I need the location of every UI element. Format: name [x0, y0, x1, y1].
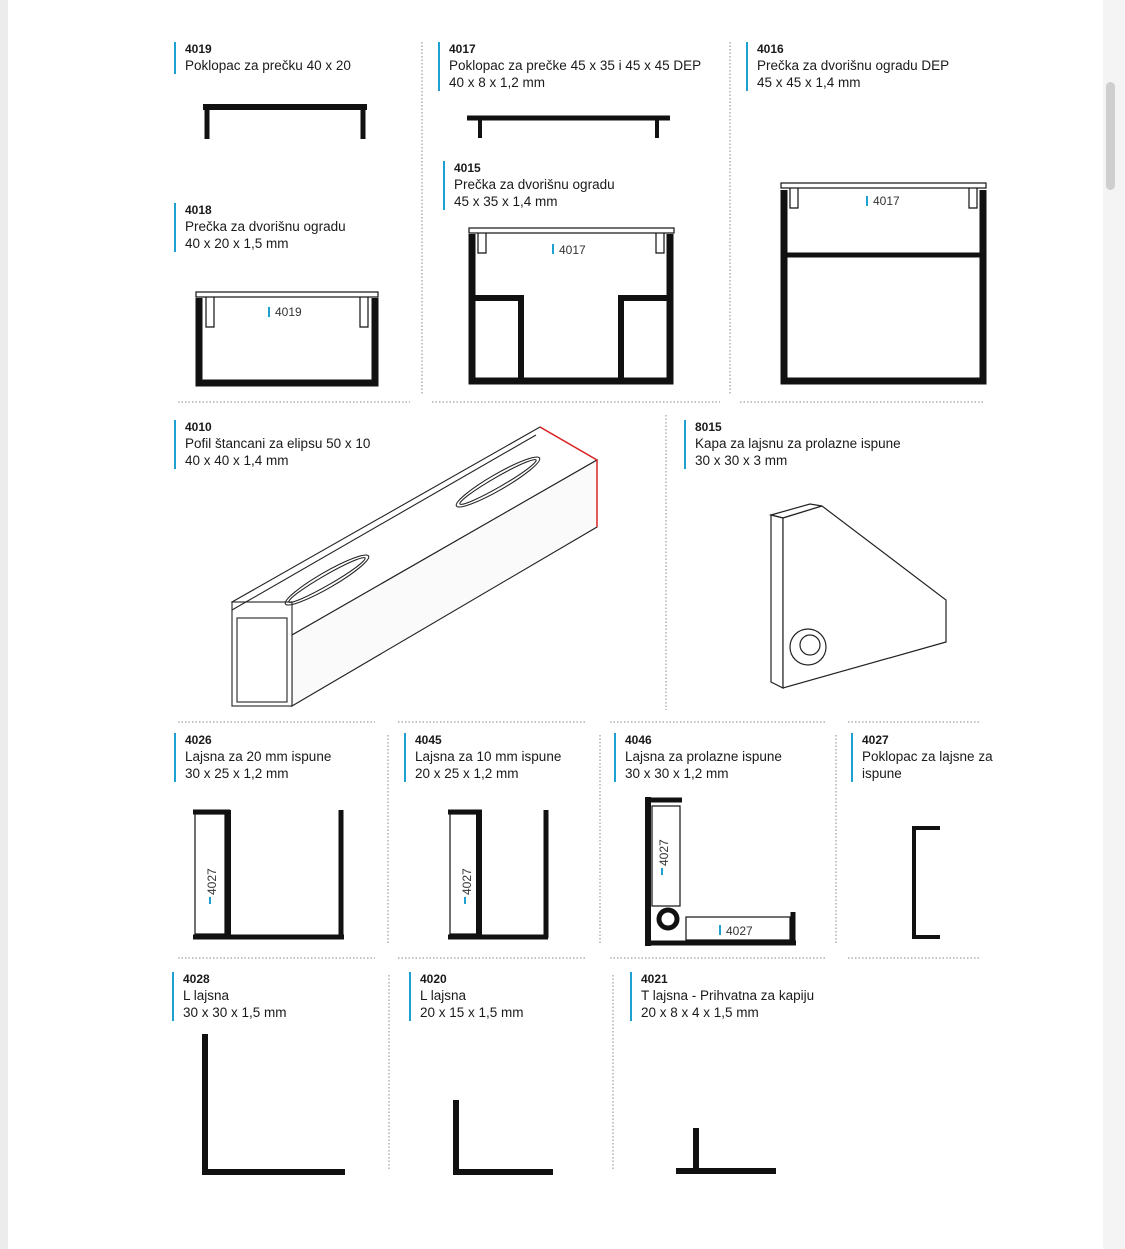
product-4045: 4045 Lajsna za 10 mm ispune 20 x 25 x 1,… — [404, 733, 561, 782]
page-margin-left — [0, 0, 8, 1249]
product-code: 4019 — [185, 42, 212, 56]
product-dimensions: 40 x 8 x 1,2 mm — [449, 75, 546, 90]
drawing-4027 — [912, 826, 940, 939]
product-name: Poklopac za prečku 40 x 20 — [185, 58, 351, 73]
product-code: 4028 — [183, 972, 210, 986]
product-dimensions: ispune — [862, 766, 902, 781]
product-code: 4016 — [757, 42, 784, 56]
product-name: Poklopac za lajsne za — [862, 749, 993, 764]
product-code: 4021 — [641, 972, 668, 986]
product-4046: 4046 Lajsna za prolazne ispune 30 x 30 x… — [614, 733, 782, 782]
product-dimensions: 40 x 40 x 1,4 mm — [185, 453, 289, 468]
product-dimensions: 30 x 30 x 1,5 mm — [183, 1005, 287, 1020]
drawing-4019 — [203, 104, 367, 139]
product-8015: 8015 Kapa za lajsnu za prolazne ispune 3… — [684, 420, 901, 469]
scrollbar-thumb[interactable] — [1106, 82, 1115, 190]
product-dimensions: 45 x 35 x 1,4 mm — [454, 194, 558, 209]
product-name: Kapa za lajsnu za prolazne ispune — [695, 436, 901, 451]
drawing-4010-perspective-profile — [230, 426, 599, 707]
product-code: 8015 — [695, 420, 722, 434]
product-4015: 4015 Prečka za dvorišnu ogradu 45 x 35 x… — [443, 161, 615, 210]
product-4016: 4016 Prečka za dvorišnu ogradu DEP 45 x … — [746, 42, 949, 91]
product-4020: 4020 L lajsna 20 x 15 x 1,5 mm — [409, 972, 524, 1021]
dotted-separators — [178, 42, 985, 1170]
drawing-4046: 4027 4027 — [645, 797, 796, 946]
product-code: 4046 — [625, 733, 652, 747]
product-name: L lajsna — [183, 988, 230, 1003]
product-4018: 4018 Prečka za dvorišnu ogradu 40 x 20 x… — [174, 203, 346, 252]
product-name: Lajsna za 20 mm ispune — [185, 749, 332, 764]
product-code: 4027 — [862, 733, 889, 747]
product-name: Prečka za dvorišnu ogradu DEP — [757, 58, 950, 73]
product-4027: 4027 Poklopac za lajsne za ispune — [851, 733, 993, 782]
callout-4027-c: 4027 — [657, 839, 671, 866]
product-code: 4026 — [185, 733, 212, 747]
callout-4017-a: 4017 — [559, 243, 586, 257]
product-name: Prečka za dvorišnu ogradu — [454, 177, 615, 192]
product-code: 4018 — [185, 203, 212, 217]
product-code: 4017 — [449, 42, 476, 56]
product-4021: 4021 T lajsna - Prihvatna za kapiju 20 x… — [630, 972, 814, 1021]
drawing-4026: 4027 — [193, 809, 344, 940]
product-code: 4020 — [420, 972, 447, 986]
drawing-4020 — [453, 1100, 553, 1175]
product-code: 4015 — [454, 161, 481, 175]
product-name: Prečka za dvorišnu ogradu — [185, 219, 346, 234]
scrollbar-track[interactable] — [1103, 0, 1125, 1249]
product-dimensions: 30 x 30 x 1,2 mm — [625, 766, 729, 781]
callout-4027-d: 4027 — [726, 924, 753, 938]
drawing-4028 — [202, 1034, 345, 1175]
product-dimensions: 40 x 20 x 1,5 mm — [185, 236, 289, 251]
drawing-8015-cap — [768, 503, 947, 689]
product-dimensions: 20 x 8 x 4 x 1,5 mm — [641, 1005, 759, 1020]
product-4017: 4017 Poklopac za prečke 45 x 35 i 45 x 4… — [438, 42, 701, 91]
callout-4027-b: 4027 — [460, 868, 474, 895]
product-code: 4010 — [185, 420, 212, 434]
product-4026: 4026 Lajsna za 20 mm ispune 30 x 25 x 1,… — [174, 733, 331, 782]
product-name: Pofil štancani za elipsu 50 x 10 — [185, 436, 371, 451]
drawing-4021 — [676, 1128, 776, 1174]
product-4010: 4010 Pofil štancani za elipsu 50 x 10 40… — [174, 420, 370, 469]
product-dimensions: 20 x 25 x 1,2 mm — [415, 766, 519, 781]
product-4028: 4028 L lajsna 30 x 30 x 1,5 mm — [172, 972, 287, 1021]
product-name: Lajsna za 10 mm ispune — [415, 749, 562, 764]
drawing-4045: 4027 — [448, 809, 549, 940]
product-dimensions: 45 x 45 x 1,4 mm — [757, 75, 861, 90]
drawing-4016: 4017 — [780, 182, 987, 385]
product-dimensions: 30 x 25 x 1,2 mm — [185, 766, 289, 781]
drawing-4017 — [467, 115, 670, 138]
drawing-4015: 4017 — [468, 227, 675, 385]
product-name: L lajsna — [420, 988, 467, 1003]
callout-4019: 4019 — [275, 305, 302, 319]
product-name: Poklopac za prečke 45 x 35 i 45 x 45 DEP — [449, 58, 702, 73]
product-dimensions: 20 x 15 x 1,5 mm — [420, 1005, 524, 1020]
product-code: 4045 — [415, 733, 442, 747]
callout-4017-b: 4017 — [873, 194, 900, 208]
product-name: T lajsna - Prihvatna za kapiju — [641, 988, 815, 1003]
product-dimensions: 30 x 30 x 3 mm — [695, 453, 788, 468]
product-4019: 4019 Poklopac za prečku 40 x 20 — [174, 42, 351, 74]
drawing-4018: 4019 — [195, 291, 379, 387]
callout-4027-a: 4027 — [205, 868, 219, 895]
profile-drawings: 4019 4017 4017 — [178, 42, 987, 1175]
product-name: Lajsna za prolazne ispune — [625, 749, 782, 764]
